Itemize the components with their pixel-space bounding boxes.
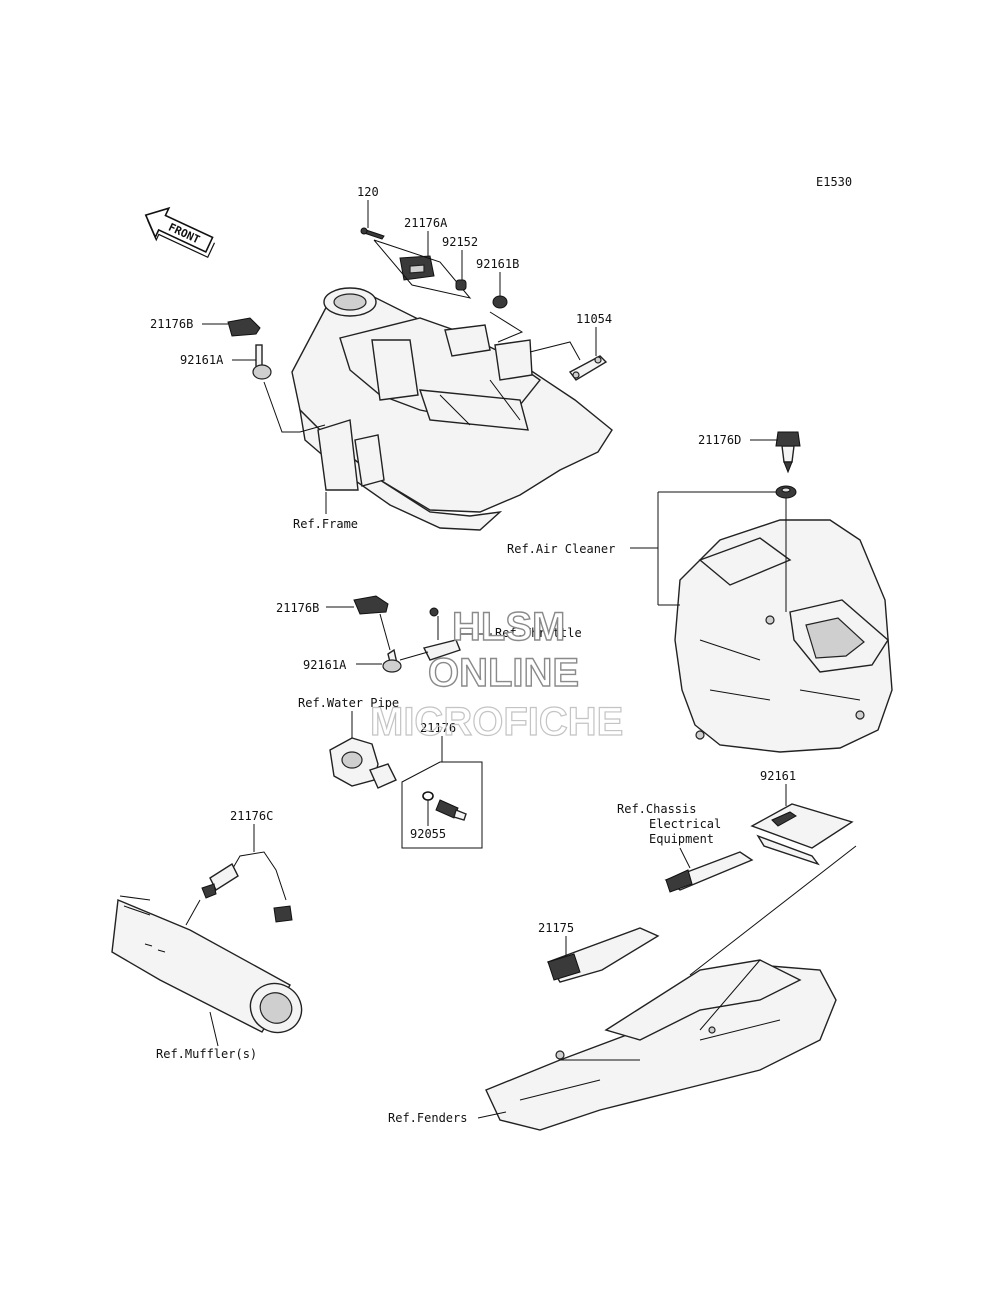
label-92161A-top: 92161A (180, 353, 224, 367)
sensor-21176D (775, 431, 801, 474)
label-11054: 11054 (576, 312, 612, 326)
watermark-line1: HLSM (452, 605, 565, 649)
ref-chassis-line1: Ref.Chassis (617, 802, 696, 816)
damper-92161A-mid (382, 648, 402, 673)
label-92161: 92161 (760, 769, 796, 783)
ref-water-pipe: Ref.Water Pipe (298, 696, 399, 710)
damper-92161 (750, 803, 854, 866)
label-21175: 21175 (538, 921, 574, 935)
ref-mufflers: Ref.Muffler(s) (156, 1047, 257, 1061)
sensor-21176B-mid (353, 595, 389, 615)
label-92161B: 92161B (476, 257, 519, 271)
label-21176A: 21176A (404, 216, 448, 230)
water-pipe (329, 737, 397, 789)
watermark-line3: MICROFICHE (370, 700, 623, 744)
ref-throttle: Ref.Throttle (495, 626, 582, 640)
frame-assembly (291, 287, 613, 531)
diagram-code: E1530 (816, 175, 852, 189)
ref-chassis-line3: Equipment (649, 832, 714, 846)
label-120: 120 (357, 185, 379, 199)
muffler (111, 895, 303, 1034)
bracket-11054 (568, 355, 608, 381)
sensor-21176 (422, 791, 467, 821)
watermark-line2: ONLINE (428, 651, 579, 695)
ref-frame: Ref.Frame (293, 517, 358, 531)
oxygen-sensor-21176C (201, 851, 293, 923)
label-21176C: 21176C (230, 809, 273, 823)
ref-air-cleaner: Ref.Air Cleaner (507, 542, 615, 556)
grommet (775, 485, 797, 499)
label-92152: 92152 (442, 235, 478, 249)
electrical-module (664, 851, 754, 893)
bushing-92152 (455, 279, 467, 291)
label-92055: 92055 (410, 827, 446, 841)
fender-assembly (485, 959, 837, 1131)
front-arrow-icon: FRONT (144, 206, 216, 259)
ref-fenders: Ref.Fenders (388, 1111, 467, 1125)
sensor-21176A (399, 255, 435, 281)
throttle-bracket (422, 607, 461, 661)
label-21176D: 21176D (698, 433, 741, 447)
ref-chassis-line2: Electrical (649, 817, 721, 831)
damper-92161B (492, 295, 508, 309)
label-21176B-top: 21176B (150, 317, 193, 331)
label-21176: 21176 (420, 721, 456, 735)
label-21176B-mid: 21176B (276, 601, 319, 615)
damper-92161A-top (252, 344, 272, 380)
ecu-21175 (546, 927, 660, 983)
air-cleaner-assembly (674, 519, 893, 753)
watermark: HLSM ONLINE MICROFICHE (369, 604, 624, 744)
bolt-120 (360, 227, 385, 240)
sensor-21176B-top (227, 317, 261, 337)
label-92161A-mid: 92161A (303, 658, 347, 672)
